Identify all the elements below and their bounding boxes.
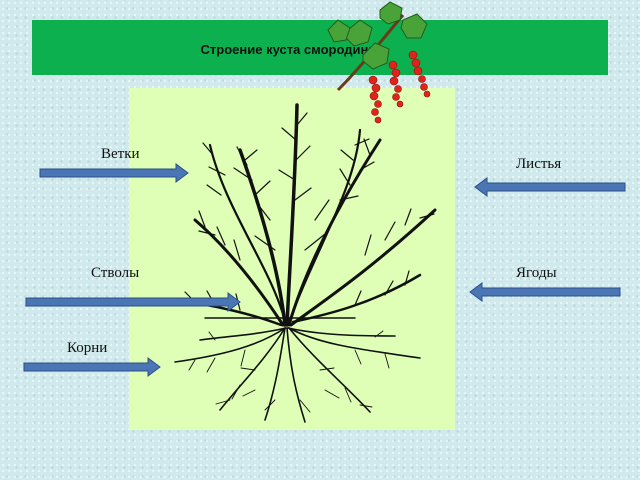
berries-arrow: [469, 282, 621, 302]
label-trunks: Стволы: [91, 265, 140, 281]
slide-title: Строение куста смородины: [200, 42, 380, 57]
currant-berries-image: [327, 1, 431, 124]
trunks-arrow: [25, 292, 241, 312]
label-berries: Ягоды: [516, 265, 557, 281]
currant-bush-illustration: [173, 103, 437, 423]
label-branches: Ветки: [101, 146, 140, 162]
leaves-arrow: [474, 177, 626, 197]
roots-arrow: [23, 357, 161, 377]
label-roots: Корни: [67, 340, 108, 356]
label-leaves: Листья: [516, 156, 562, 172]
branches-arrow: [39, 163, 189, 183]
title-bar: Строение куста смородины: [32, 20, 608, 75]
